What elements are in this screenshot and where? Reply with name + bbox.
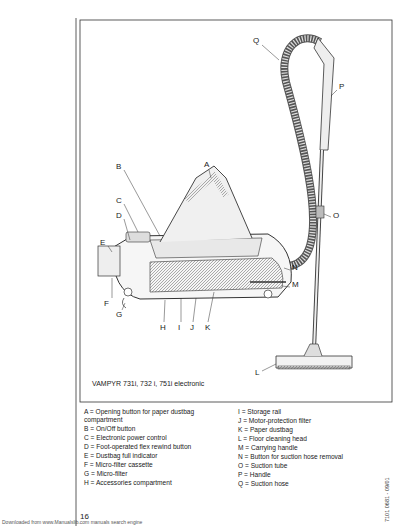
- callout-letter: F: [104, 299, 109, 308]
- key-entry: G = Micro-filter: [84, 470, 232, 478]
- suction-hose: [284, 38, 320, 266]
- carrying-handle: [250, 281, 286, 282]
- wheel: [124, 288, 132, 296]
- model-caption: VAMPYR 731i, 732 i, 751i electronic: [92, 380, 204, 388]
- callout-letter: P: [339, 82, 344, 91]
- tube-joint: [316, 206, 324, 218]
- key-entry: F = Micro-filter cassette: [84, 461, 232, 469]
- callout-letter: N: [292, 263, 298, 272]
- callout-letter: A: [204, 160, 209, 169]
- key-entry: H = Accessories compartment: [84, 479, 232, 487]
- lid-texture: [186, 176, 226, 200]
- page-rule: [76, 18, 77, 526]
- key-entry: K = Paper dustbag: [238, 426, 386, 434]
- key-entry: D = Foot-operated flex rewind button: [84, 443, 232, 451]
- key-entry: B = On/Off button: [84, 425, 232, 433]
- handle: [314, 38, 334, 150]
- key-entry: I = Storage rail: [238, 408, 386, 416]
- callout-letter: C: [116, 196, 122, 205]
- control-panel: [126, 232, 150, 242]
- callout-letter: I: [178, 323, 180, 332]
- callout-letter: L: [255, 368, 259, 377]
- key-entry: C = Electronic power control: [84, 434, 232, 442]
- key-entry: N = Button for suction hose removal: [238, 453, 386, 461]
- floor-head-neck: [304, 344, 322, 356]
- micro-filter: [122, 298, 126, 308]
- callout-letter: E: [100, 238, 105, 247]
- floor-head: [276, 356, 352, 368]
- hose-ribs: [284, 38, 320, 266]
- key-entry: J = Motor-protection filter: [238, 417, 386, 425]
- body-grille: [150, 258, 283, 292]
- print-code: 7101 0681 - 09/01: [384, 477, 390, 522]
- key-entry: O = Suction tube: [238, 462, 386, 470]
- callout-letter: H: [160, 323, 166, 332]
- watermark: Downloaded from www.Manualslib.com manua…: [2, 520, 142, 526]
- vacuum-body: [112, 234, 291, 299]
- key-entry: Q = Suction hose: [238, 480, 386, 488]
- key-entry: L = Floor cleaning head: [238, 435, 386, 443]
- suction-tube: [314, 150, 322, 350]
- key-entry: E = Dustbag full indicator: [84, 452, 232, 460]
- callout-letter: G: [116, 310, 122, 319]
- open-lid: [160, 166, 252, 242]
- wheel: [264, 290, 272, 298]
- callout-letter: D: [116, 211, 122, 220]
- callout-letter: M: [292, 280, 299, 289]
- callout-letter: O: [333, 211, 339, 220]
- figure-frame: [80, 20, 392, 402]
- tube-highlight: [314, 150, 322, 350]
- callout-letter: B: [116, 162, 121, 171]
- leader-lines: [108, 45, 337, 371]
- key-entry: P = Handle: [238, 471, 386, 479]
- callout-letter: J: [190, 323, 194, 332]
- key-entry: A = Opening button for paper dustbag com…: [84, 408, 232, 423]
- key-entry: M = Carrying handle: [238, 444, 386, 452]
- callout-letter: K: [205, 323, 210, 332]
- callout-letter: Q: [253, 36, 259, 45]
- filter-cassette: [98, 246, 120, 276]
- floor-brush: [278, 366, 350, 369]
